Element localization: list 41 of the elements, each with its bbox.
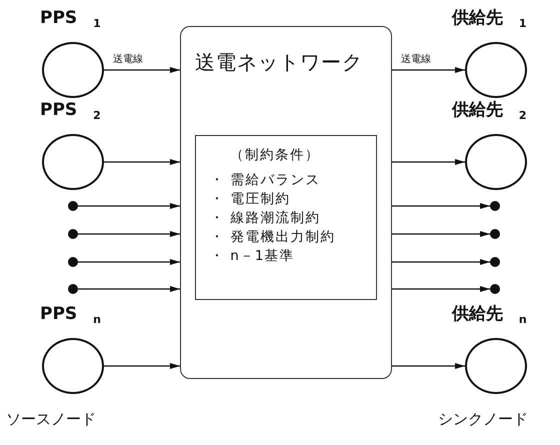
arrow [392, 231, 490, 237]
network-box [180, 26, 392, 379]
terminal-dot [490, 229, 500, 239]
terminal-dot [68, 201, 78, 211]
arrow [104, 159, 180, 165]
arrow [78, 286, 180, 292]
constraint-box [195, 135, 377, 300]
footer-label: シンクノード [438, 410, 528, 429]
arrow [392, 286, 490, 292]
edge-label: 送電線 [112, 52, 144, 66]
terminal-dot [490, 257, 500, 267]
arrow [392, 259, 490, 265]
arrow [392, 363, 465, 369]
arrow [78, 231, 180, 237]
node-heading: 供給先 $_{1}$ [452, 8, 527, 32]
constraint-item: ・ 発電機出力制約 [210, 228, 336, 247]
terminal-dot [68, 284, 78, 294]
node-heading: PPS $_{n}$ [40, 304, 101, 328]
arrow [392, 159, 465, 165]
edge-label: 送電線 [400, 52, 432, 66]
footer-label: ソースノード [6, 410, 96, 429]
constraint-item: ・ 電圧制約 [210, 190, 292, 209]
constraint-item: ・ 需給バランス [210, 171, 322, 190]
constraint-item: ・ 線路潮流制約 [210, 209, 322, 228]
node-heading: PPS $_{1}$ [40, 8, 101, 32]
terminal-dot [68, 229, 78, 239]
constraint-heading: （制約条件） [229, 146, 321, 165]
node-heading: 供給先 $_{n}$ [452, 304, 527, 328]
terminal-dot [68, 257, 78, 267]
terminal-dot [490, 284, 500, 294]
arrow [392, 67, 465, 73]
arrow [78, 259, 180, 265]
arrow [104, 67, 180, 73]
node-heading: PPS $_{2}$ [40, 100, 101, 124]
box-title: 送電ネットワーク [195, 49, 363, 76]
terminal-dot [490, 201, 500, 211]
arrow [104, 363, 180, 369]
arrow [78, 203, 180, 209]
node-heading: 供給先 $_{2}$ [452, 100, 527, 124]
constraint-item: ・ n－1基準 [210, 247, 296, 266]
arrow [392, 203, 490, 209]
